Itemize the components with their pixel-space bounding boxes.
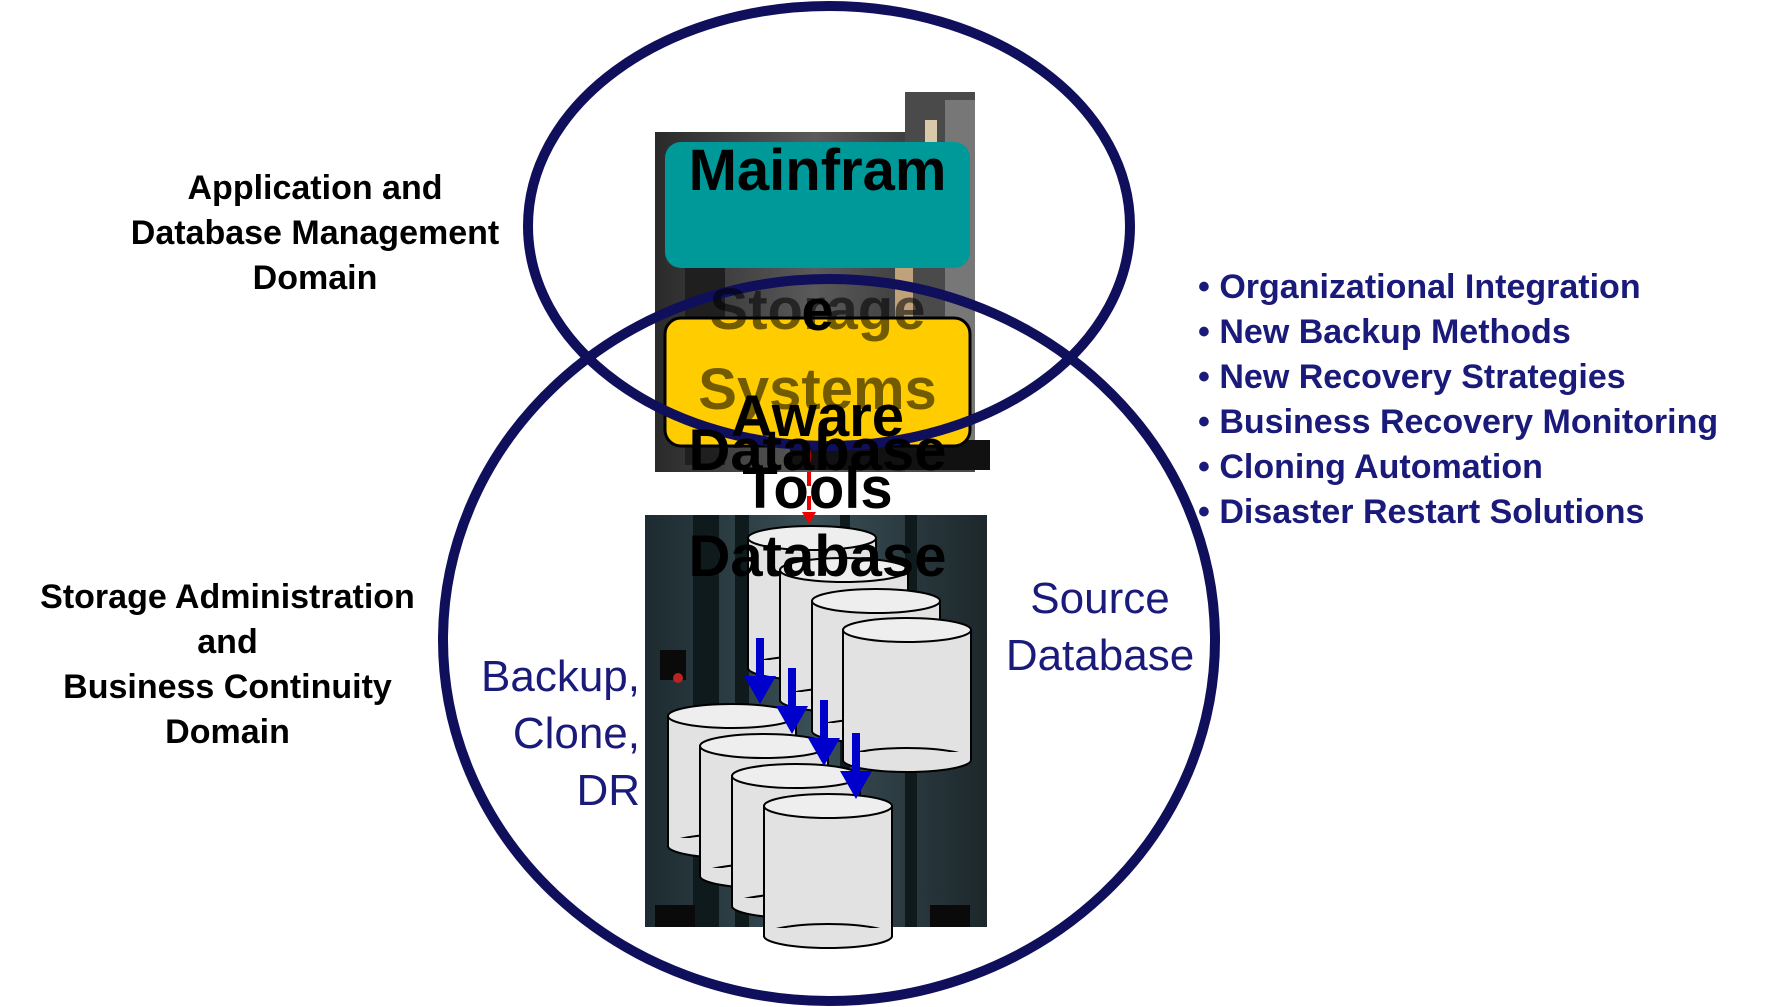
mainframe-title: Mainfram e Database (640, 66, 995, 556)
down-arrow-icon (776, 668, 808, 734)
aware-line-1: Aware (730, 384, 905, 449)
list-item: • Disaster Restart Solutions (1198, 493, 1645, 531)
stack-line-1: Mainfram (688, 138, 947, 203)
source-database-label: Source Database (1005, 574, 1195, 680)
ghost-line-1: Storage (709, 277, 926, 342)
application-domain-label: Application and Database Management Doma… (130, 169, 500, 297)
list-item: • Cloning Automation (1198, 448, 1543, 486)
copy-arrows (744, 638, 872, 799)
storage-domain-ellipse (438, 274, 1220, 1006)
red-dashed-arrow (802, 448, 816, 524)
ghost-line-2: Systems (698, 357, 937, 422)
aware-line-2: Database (688, 524, 947, 589)
stack-line-2: e (801, 278, 834, 343)
list-item: • Organizational Integration (1198, 268, 1641, 306)
benefits-list: • Organizational Integration • New Backu… (1198, 265, 1718, 535)
down-arrow-icon (808, 700, 840, 766)
source-database-cylinders (747, 525, 972, 773)
list-item: • New Backup Methods (1198, 313, 1571, 351)
storage-domain-label: Storage Administration and Business Cont… (40, 578, 415, 751)
down-arrow-icon (744, 638, 776, 704)
database-cylinder-icon (763, 793, 893, 949)
stack-line-3: Database (688, 418, 947, 483)
down-arrow-icon (840, 733, 872, 799)
tools-label: Tools (742, 456, 893, 521)
teal-box (665, 142, 970, 268)
backup-clone-dr-label: Backup, Clone, DR (481, 652, 640, 815)
database-cylinder-icon (842, 617, 972, 773)
list-item: • New Recovery Strategies (1198, 358, 1626, 396)
aware-database-label: Aware Database (665, 312, 970, 662)
list-item: • Business Recovery Monitoring (1198, 403, 1719, 441)
copy-database-cylinders (667, 703, 893, 949)
storage-systems-ghost: Storage Systems (640, 250, 995, 450)
application-domain-ellipse (523, 1, 1135, 451)
